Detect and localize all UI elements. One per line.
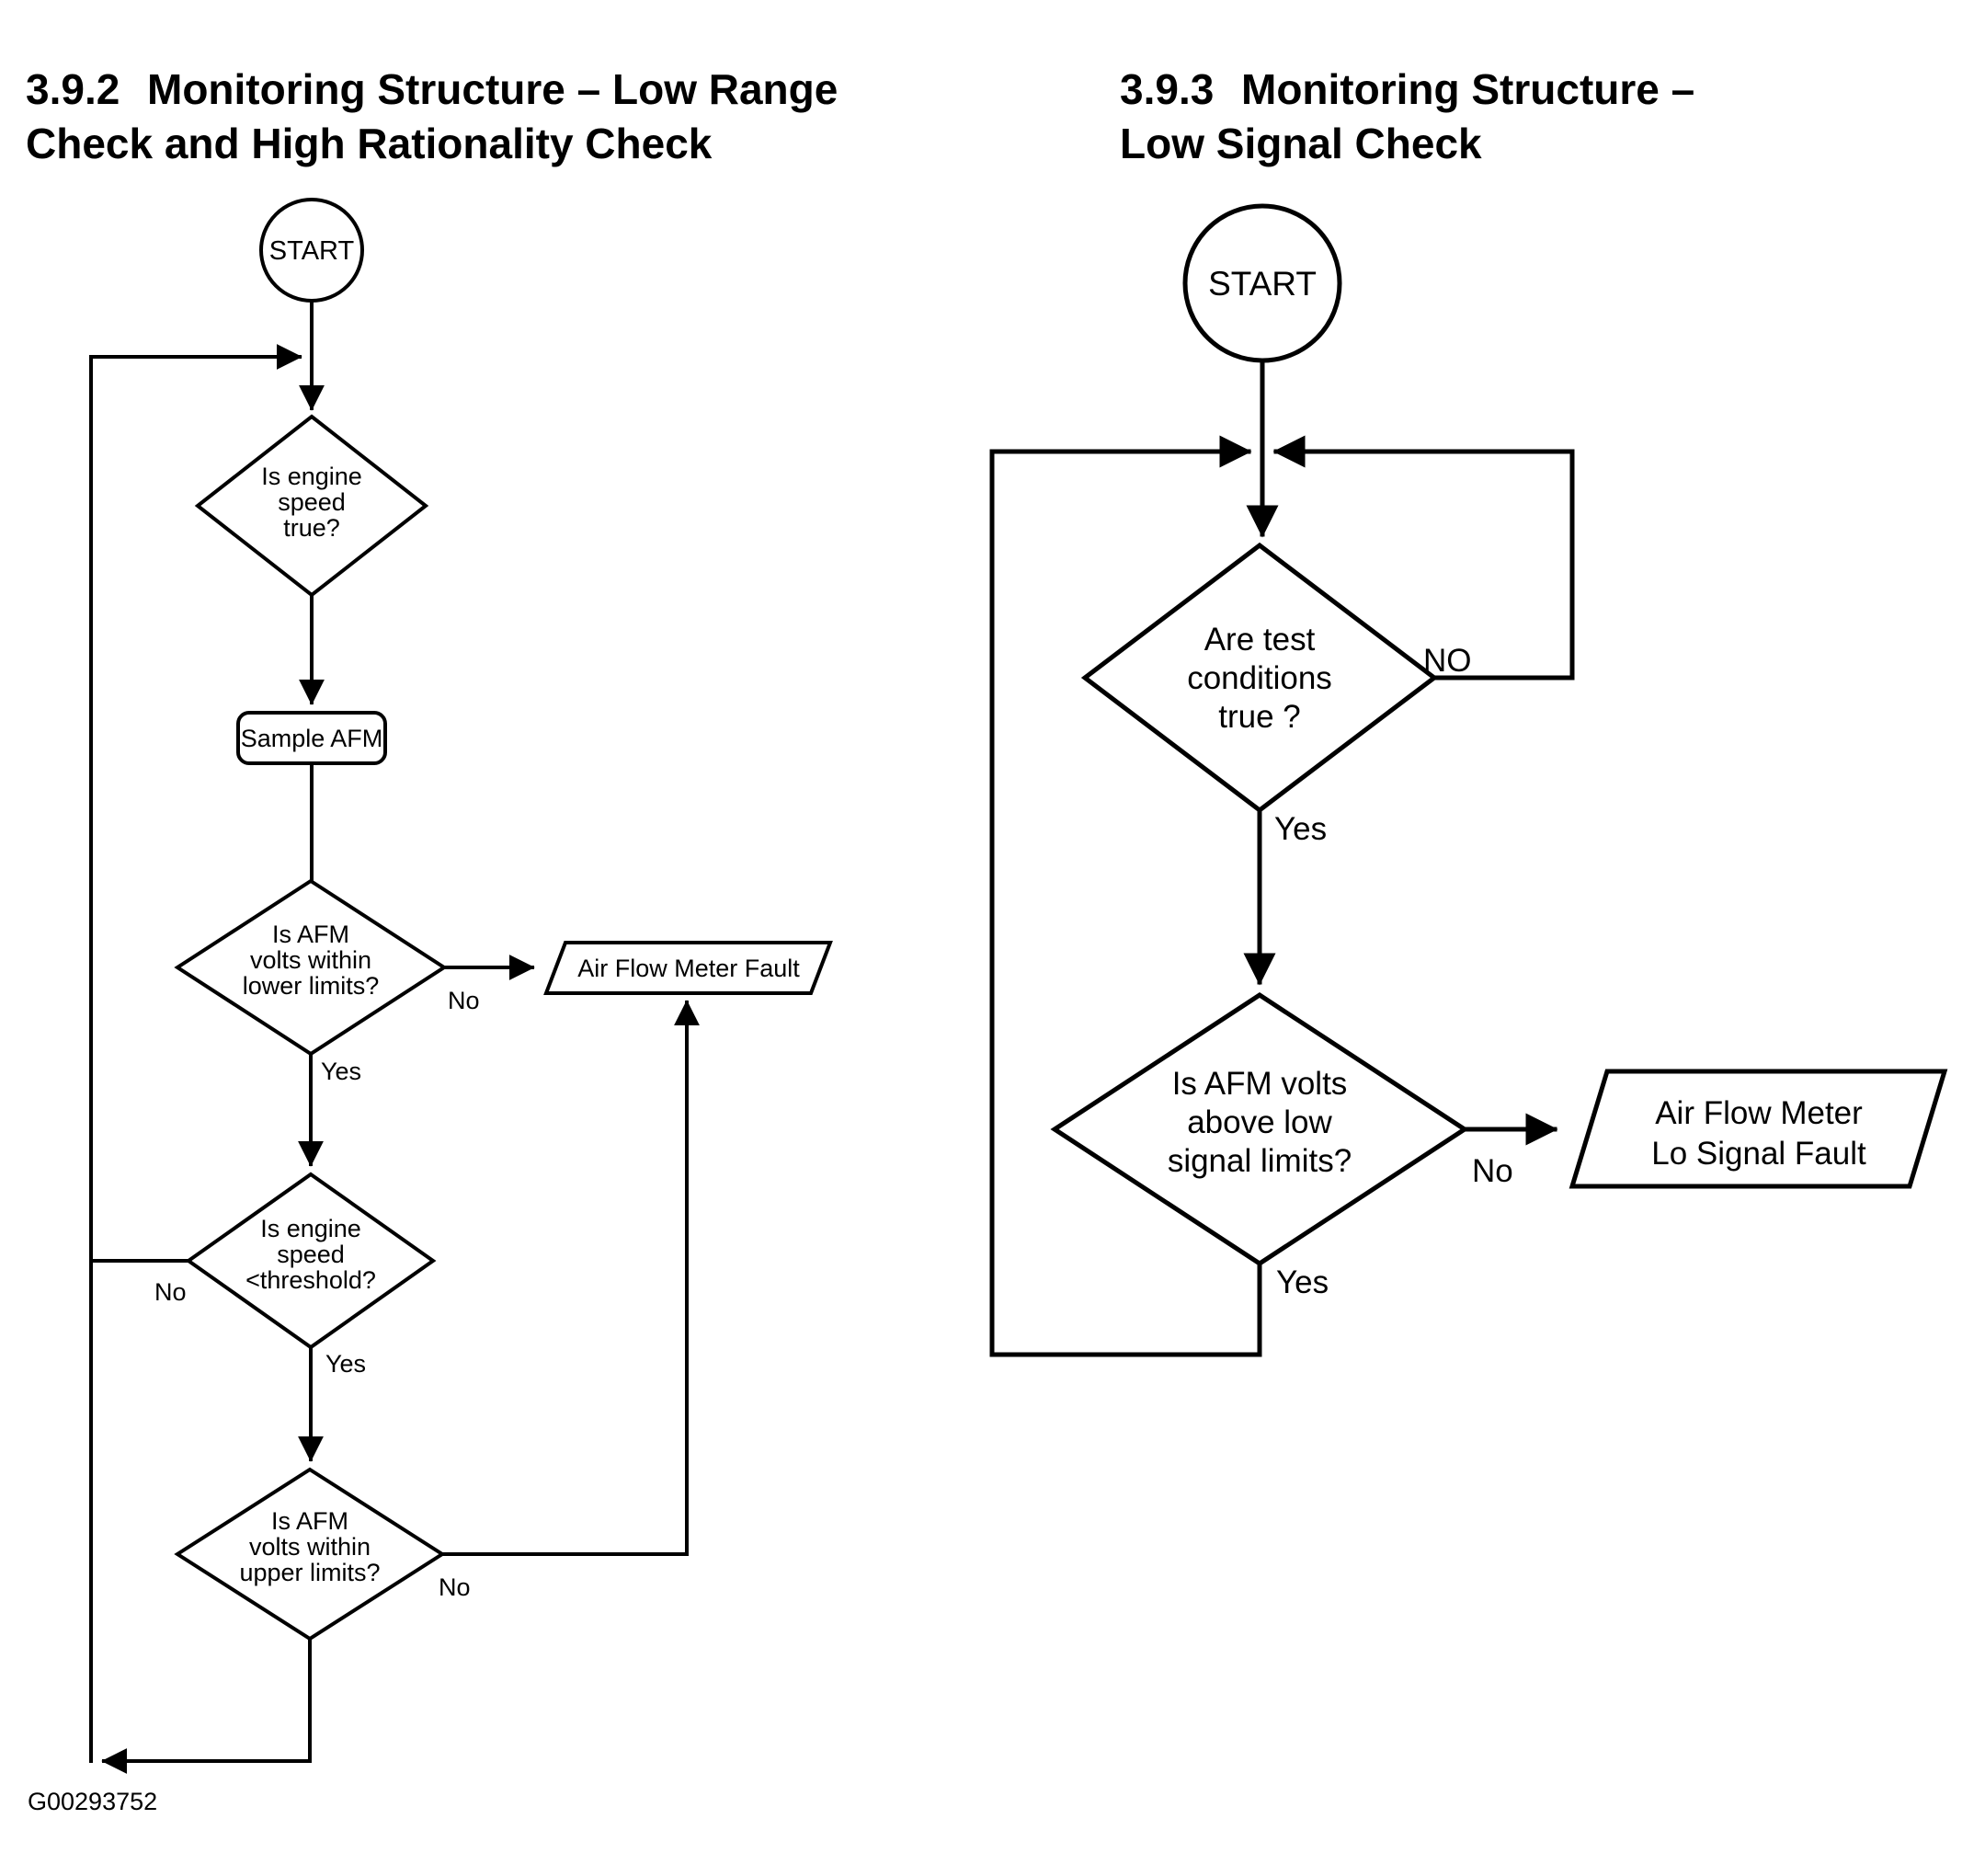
left-decision-engine-speed-true-diamond bbox=[194, 414, 429, 598]
edge-no-loop-right bbox=[1272, 435, 1575, 681]
branch-label-no: No bbox=[448, 987, 480, 1014]
left-start-node: START bbox=[259, 198, 364, 303]
left-start-label: START bbox=[269, 236, 355, 266]
right-decision-low-signal: Is AFM volts above low signal limits? bbox=[1050, 992, 1469, 1266]
decision-text-line: true ? bbox=[1218, 699, 1301, 735]
branch-label-yes: Yes bbox=[1274, 811, 1327, 847]
left-flowchart: START Is engine speed true? Sample AFM I… bbox=[89, 198, 833, 1774]
figure-id: G00293752 bbox=[28, 1788, 157, 1815]
decision-text-line: Is engine bbox=[260, 1215, 361, 1242]
decision-text-line: signal limits? bbox=[1168, 1143, 1352, 1179]
right-title-number: 3.9.3 bbox=[1120, 65, 1214, 113]
left-decision-engine-speed-threshold: Is engine speed <threshold? bbox=[185, 1172, 437, 1350]
right-title-line1: Monitoring Structure – bbox=[1241, 65, 1694, 113]
decision-text-line: speed bbox=[277, 1241, 345, 1268]
edge-upper-limits-bottom-loop bbox=[101, 1637, 312, 1774]
decision-text-line: volts within bbox=[250, 946, 371, 974]
left-section-title: 3.9.2 Monitoring Structure – Low Range C… bbox=[26, 65, 838, 167]
sample-afm-box bbox=[236, 711, 387, 765]
left-output-air-flow-meter-fault: Air Flow Meter Fault bbox=[543, 941, 833, 995]
decision-text-line: conditions bbox=[1187, 660, 1332, 696]
right-decision-test-conditions: Are test conditions true ? bbox=[1080, 542, 1439, 814]
right-start-node: START bbox=[1182, 203, 1342, 363]
right-output-lo-signal-fault: Air Flow Meter Lo Signal Fault bbox=[1569, 1069, 1948, 1189]
air-flow-meter-fault-label: Air Flow Meter Fault bbox=[577, 955, 800, 982]
left-decision-lower-limits-diamond bbox=[174, 878, 448, 1057]
left-process-sample-afm: Sample AFM bbox=[236, 711, 387, 765]
left-decision-upper-limits-diamond bbox=[174, 1467, 446, 1642]
right-start-circle bbox=[1182, 203, 1342, 363]
air-flow-meter-fault-parallelogram bbox=[543, 941, 833, 995]
left-title-line1: Monitoring Structure – Low Range bbox=[147, 65, 838, 113]
edge-loop-return-left bbox=[89, 344, 302, 1763]
left-decision-threshold-diamond bbox=[185, 1172, 437, 1350]
decision-text-line: lower limits? bbox=[243, 972, 380, 1000]
right-section-title: 3.9.3 Monitoring Structure – Low Signal … bbox=[1120, 65, 1694, 167]
branch-label-yes: Yes bbox=[325, 1350, 366, 1378]
lo-signal-fault-line: Air Flow Meter bbox=[1655, 1095, 1863, 1131]
decision-text-line: true? bbox=[283, 514, 340, 542]
left-start-circle bbox=[259, 198, 364, 303]
branch-label-no: No bbox=[439, 1573, 471, 1601]
left-decision-lower-limits: Is AFM volts within lower limits? bbox=[174, 878, 448, 1057]
decision-text-line: <threshold? bbox=[245, 1266, 376, 1294]
branch-label-yes: Yes bbox=[1276, 1264, 1329, 1300]
left-title-number: 3.9.2 bbox=[26, 65, 120, 113]
edge-yes-loop-left bbox=[989, 435, 1262, 1357]
branch-label-no: No bbox=[1472, 1153, 1513, 1189]
left-decision-engine-speed-true: Is engine speed true? bbox=[194, 414, 429, 598]
right-decision-low-signal-diamond bbox=[1050, 992, 1469, 1266]
left-title-line2: Check and High Rationality Check bbox=[26, 120, 713, 167]
decision-text-line: Is AFM volts bbox=[1172, 1066, 1348, 1102]
decision-text-line: Is engine bbox=[261, 463, 362, 490]
branch-label-yes: Yes bbox=[321, 1058, 361, 1085]
lo-signal-fault-parallelogram bbox=[1569, 1069, 1948, 1189]
left-decision-upper-limits: Is AFM volts within upper limits? bbox=[174, 1467, 446, 1642]
sample-afm-label: Sample AFM bbox=[241, 725, 383, 752]
edge-upper-limits-no-to-fault bbox=[440, 1000, 700, 1556]
branch-label-no: No bbox=[154, 1278, 187, 1306]
decision-text-line: upper limits? bbox=[239, 1559, 380, 1586]
decision-text-line: Is AFM bbox=[272, 921, 349, 948]
decision-text-line: speed bbox=[278, 488, 346, 516]
decision-text-line: above low bbox=[1187, 1104, 1332, 1140]
right-title-line2: Low Signal Check bbox=[1120, 120, 1482, 167]
decision-text-line: Is AFM bbox=[271, 1507, 348, 1535]
right-start-label: START bbox=[1208, 265, 1317, 303]
decision-text-line: volts within bbox=[249, 1533, 371, 1561]
lo-signal-fault-line: Lo Signal Fault bbox=[1651, 1136, 1866, 1172]
right-decision-test-conditions-diamond bbox=[1080, 542, 1439, 814]
branch-label-no: NO bbox=[1423, 643, 1472, 679]
decision-text-line: Are test bbox=[1204, 622, 1316, 658]
right-flowchart: START Are test conditions true ? NO Yes … bbox=[989, 203, 1948, 1357]
